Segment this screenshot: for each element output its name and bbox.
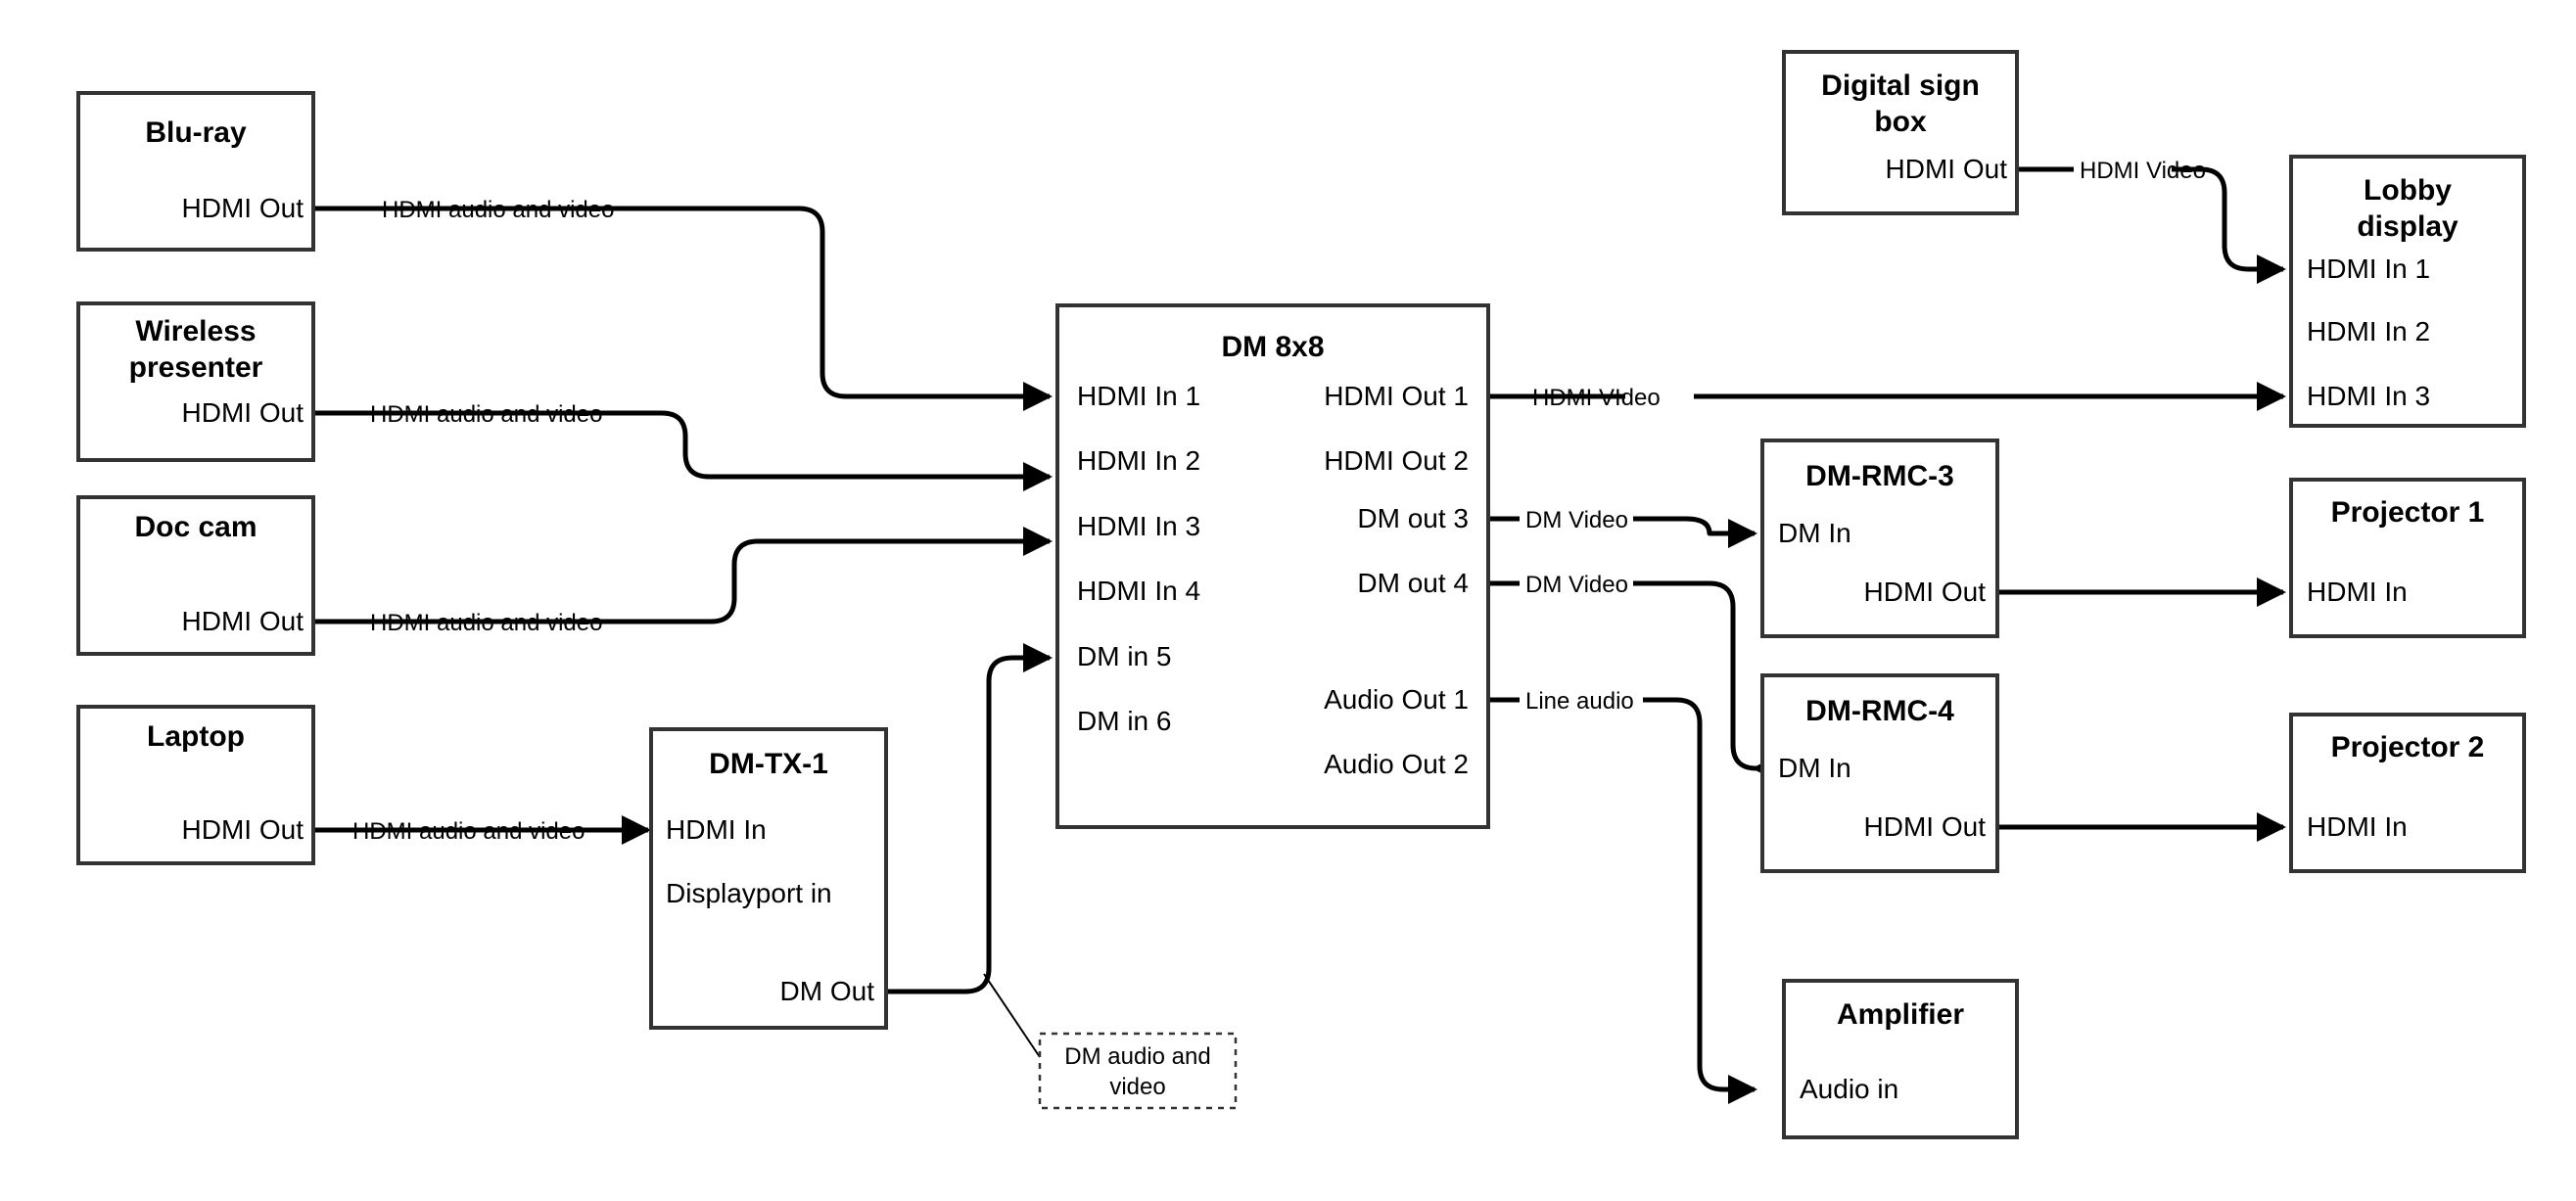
node-projector-1-box[interactable] [2289, 478, 2526, 638]
node-dm-8x8-output-audio-out-1: Audio Out 1 [1324, 684, 1469, 715]
edge-label-bluray: HDMI audio and video [382, 197, 614, 223]
node-doc-cam[interactable]: Doc cam HDMI Out [76, 495, 315, 656]
edge-label-hdmi-video-out1: HDMI VIdeo [1532, 385, 1661, 411]
node-dm-tx-1-port-displayport-in: Displayport in [666, 878, 832, 908]
node-dm-tx-1-title: DM-TX-1 [709, 748, 828, 780]
link-bluray-to-dm8x8-hdmi-in-1 [313, 206, 1053, 411]
node-amplifier-title: Amplifier [1837, 998, 1964, 1031]
node-lobby-display-port-hdmi-in-2: HDMI In 2 [2307, 316, 2430, 346]
node-lobby-display-port-hdmi-in-1: HDMI In 1 [2307, 254, 2430, 284]
node-doc-cam-title: Doc cam [134, 511, 257, 543]
note-dm-audio-and-video: DM audio and video [1038, 1032, 1238, 1110]
node-projector-1-port-hdmi-in: HDMI In [2307, 577, 2408, 607]
node-dm-8x8-output-hdmi-out-1: HDMI Out 1 [1324, 381, 1469, 411]
node-dm-rmc-3-box[interactable] [1760, 439, 1999, 638]
link-dm8x8-dm-out-4-to-dmrmc4-dm-in [1488, 580, 1756, 768]
node-bluray-port-hdmi-out: HDMI Out [182, 193, 304, 223]
note-dm-audio-and-video-line2: video [1109, 1074, 1165, 1100]
node-dm-rmc-4-box[interactable] [1760, 673, 1999, 873]
leader-dm-audio-video-note [983, 973, 1041, 1058]
node-laptop-title: Laptop [147, 720, 245, 753]
note-dm-audio-and-video-line1: DM audio and [1064, 1043, 1210, 1070]
node-projector-1-title: Projector 1 [2331, 496, 2485, 529]
node-dm-tx-1-box[interactable] [649, 727, 888, 1030]
link-doccam-to-dm8x8-hdmi-in-3 [313, 527, 1053, 624]
node-bluray[interactable]: Blu-ray HDMI Out [76, 91, 315, 252]
edge-label-wireless: HDMI audio and video [370, 401, 602, 428]
node-dm-8x8-title: DM 8x8 [1221, 331, 1324, 363]
node-bluray-box[interactable] [76, 91, 315, 252]
node-amplifier[interactable]: Amplifier Audio in [1782, 979, 2019, 1139]
node-laptop[interactable]: Laptop HDMI Out [76, 705, 315, 865]
edge-label-dm-video-3: DM Video [1525, 507, 1628, 533]
node-wireless-presenter-box[interactable] [76, 301, 315, 462]
node-dm-rmc-4[interactable]: DM-RMC-4 DM In HDMI Out [1760, 673, 1999, 873]
node-digital-sign-box-box[interactable] [1782, 50, 2019, 215]
node-dm-8x8-output-hdmi-out-2: HDMI Out 2 [1324, 445, 1469, 476]
node-amplifier-port-audio-in: Audio in [1800, 1074, 1898, 1104]
node-laptop-box[interactable] [76, 705, 315, 865]
node-wireless-presenter-title-line2: presenter [129, 351, 263, 384]
node-digital-sign-box-port-hdmi-out: HDMI Out [1886, 154, 2008, 184]
node-dm-8x8-input-hdmi-in-1: HDMI In 1 [1077, 381, 1200, 411]
node-dm-8x8-input-hdmi-in-3: HDMI In 3 [1077, 511, 1200, 541]
node-digital-sign-box-title-line1: Digital sign [1821, 69, 1980, 102]
edge-label-line-audio: Line audio [1525, 688, 1634, 715]
node-lobby-display-title-line2: display [2357, 210, 2459, 243]
node-dm-rmc-3-title: DM-RMC-3 [1805, 460, 1954, 492]
node-dm-rmc-3[interactable]: DM-RMC-3 DM In HDMI Out [1760, 439, 1999, 638]
node-projector-1[interactable]: Projector 1 HDMI In [2289, 478, 2526, 638]
node-dm-8x8-input-hdmi-in-4: HDMI In 4 [1077, 576, 1200, 606]
node-laptop-port-hdmi-out: HDMI Out [182, 814, 304, 845]
node-wireless-presenter-title-line1: Wireless [135, 315, 256, 347]
node-dm-8x8-output-dm-out-3: DM out 3 [1357, 503, 1469, 533]
node-doc-cam-port-hdmi-out: HDMI Out [182, 606, 304, 636]
edge-label-dm-video-4: DM Video [1525, 572, 1628, 598]
node-dm-8x8-box[interactable] [1055, 303, 1490, 829]
node-dm-8x8-input-dm-in-6: DM in 6 [1077, 706, 1171, 736]
link-dm8x8-dm-out-3-to-dmrmc3-dm-in [1488, 519, 1755, 533]
node-amplifier-box[interactable] [1782, 979, 2019, 1139]
node-dm-tx-1[interactable]: DM-TX-1 HDMI In Displayport in DM Out [649, 727, 888, 1030]
node-doc-cam-box[interactable] [76, 495, 315, 656]
node-dm-rmc-3-port-dm-in: DM In [1778, 518, 1851, 548]
node-projector-2-box[interactable] [2289, 713, 2526, 873]
node-lobby-display[interactable]: Lobby display HDMI In 1 HDMI In 2 HDMI I… [2289, 155, 2526, 428]
node-projector-2-title: Projector 2 [2331, 731, 2485, 763]
node-bluray-title: Blu-ray [145, 116, 247, 149]
node-lobby-display-box[interactable] [2289, 155, 2526, 428]
node-digital-sign-box-title-line2: box [1874, 106, 1927, 138]
node-wireless-presenter[interactable]: Wireless presenter HDMI Out [76, 301, 315, 462]
node-dm-tx-1-port-dm-out: DM Out [780, 976, 875, 1006]
note-dm-audio-and-video-box [1038, 1032, 1238, 1110]
edge-label-hdmi-video-signbox: HDMI Video [2080, 158, 2206, 184]
link-wireless-to-dm8x8-hdmi-in-2 [313, 410, 1053, 491]
edge-label-doccam: HDMI audio and video [370, 610, 602, 636]
node-dm-8x8-input-hdmi-in-2: HDMI In 2 [1077, 445, 1200, 476]
node-dm-rmc-4-port-hdmi-out: HDMI Out [1864, 811, 1987, 842]
node-lobby-display-title-line1: Lobby [2364, 174, 2452, 207]
edge-label-laptop: HDMI audio and video [352, 818, 585, 845]
node-wireless-presenter-port-hdmi-out: HDMI Out [182, 397, 304, 428]
link-dmtx1-to-dm8x8-dm-in-5 [886, 643, 1053, 994]
link-digitalsign-to-lobby-hdmi-in-1 [2017, 166, 2283, 269]
node-dm-tx-1-port-hdmi-in: HDMI In [666, 814, 767, 845]
link-dm8x8-audio-out-1-to-amplifier-audio-in [1488, 697, 1755, 1089]
node-digital-sign-box[interactable]: Digital sign box HDMI Out [1782, 50, 2019, 215]
node-lobby-display-port-hdmi-in-3: HDMI In 3 [2307, 381, 2430, 411]
node-dm-8x8-input-dm-in-5: DM in 5 [1077, 641, 1171, 671]
node-projector-2[interactable]: Projector 2 HDMI In [2289, 713, 2526, 873]
node-dm-8x8-output-dm-out-4: DM out 4 [1357, 568, 1469, 598]
node-dm-rmc-4-title: DM-RMC-4 [1805, 695, 1954, 727]
node-dm-rmc-4-port-dm-in: DM In [1778, 753, 1851, 783]
node-projector-2-port-hdmi-in: HDMI In [2307, 811, 2408, 842]
node-dm-rmc-3-port-hdmi-out: HDMI Out [1864, 577, 1987, 607]
node-dm-8x8[interactable]: DM 8x8 HDMI In 1 HDMI In 2 HDMI In 3 HDM… [1055, 303, 1490, 829]
node-dm-8x8-output-audio-out-2: Audio Out 2 [1324, 749, 1469, 779]
